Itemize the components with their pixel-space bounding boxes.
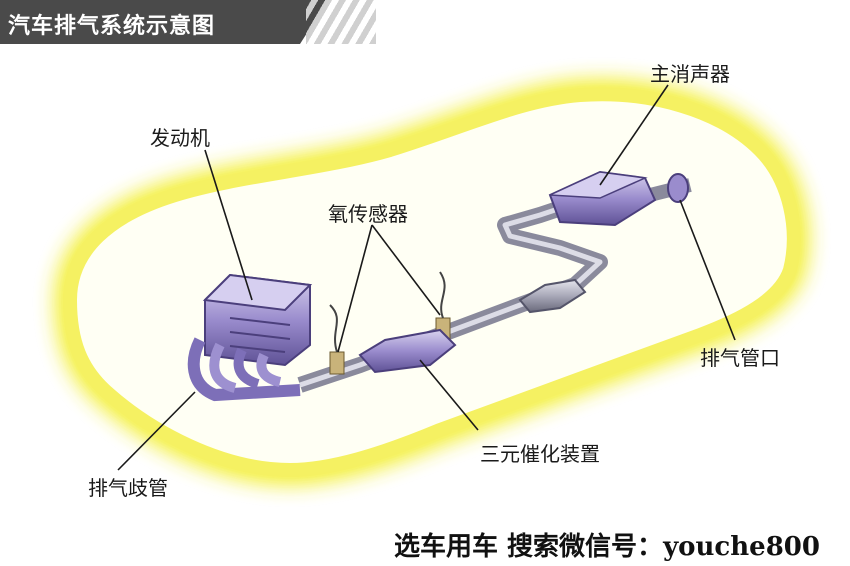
label-engine: 发动机: [150, 126, 210, 150]
resonator: [518, 278, 587, 314]
oxygen-sensor-leader-rear: [371, 224, 441, 316]
footer-watermark: 选车用车 搜索微信号：youche800: [380, 520, 850, 566]
label-tailpipe: 排气管口: [700, 346, 780, 370]
exhaust-manifold-leader-line: [117, 391, 196, 471]
main-muffler: [548, 170, 657, 227]
oxygen-sensor-front: [329, 304, 345, 375]
tailpipe: [667, 173, 689, 203]
footer-text: 选车用车 搜索微信号：youche800: [394, 526, 820, 563]
exhaust-manifold: [187, 337, 301, 402]
label-catalytic-converter: 三元催化装置: [480, 442, 600, 466]
footer-account: youche800: [663, 532, 820, 562]
label-main-muffler: 主消声器: [650, 62, 730, 86]
catalytic-converter: [358, 328, 457, 374]
leader-lines: [117, 84, 736, 471]
catalytic-converter-leader-line: [419, 359, 479, 431]
footer-prefix: 选车用车 搜索微信号：: [394, 532, 664, 562]
oxygen-sensor-leader-front: [337, 224, 373, 353]
main-muffler-leader-line: [599, 84, 669, 186]
label-oxygen-sensor: 氧传感器: [328, 202, 408, 226]
title-decoration-stripes: [306, 0, 376, 44]
title-banner: 汽车排气系统示意图: [0, 0, 328, 44]
engine-leader-line: [204, 149, 253, 301]
page-title: 汽车排气系统示意图: [8, 14, 216, 39]
engine-block: [202, 273, 313, 367]
tailpipe-leader-line: [679, 199, 736, 341]
label-exhaust-manifold: 排气歧管: [88, 476, 168, 500]
